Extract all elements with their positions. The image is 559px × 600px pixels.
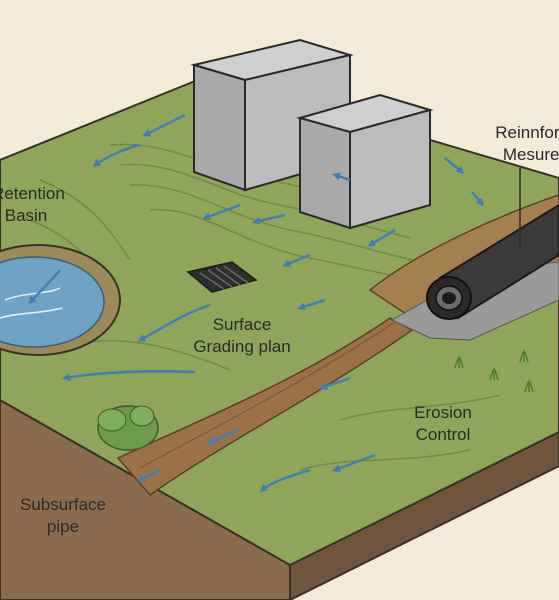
flow-arrow-icon [92, 143, 141, 167]
building-icon [190, 38, 354, 192]
flow-arrow-icon [207, 428, 239, 444]
label-subsurface-pipe: Subsurface pipe [8, 494, 118, 538]
surface-grading-line2: Grading plan [193, 337, 291, 356]
basin-water [0, 256, 105, 348]
label-reinforced-measures: Reinnforc Mesures [468, 122, 559, 166]
erosion-control-line1: Erosion [414, 403, 472, 422]
flow-arrow-icon [252, 213, 286, 225]
flow-arrow-icon [137, 303, 211, 342]
reinforced-measures-line2: Mesures [502, 145, 559, 164]
label-retention-basin: Retention Basin [0, 183, 65, 227]
flow-arrow-icon [319, 376, 351, 391]
flow-arrow-icon [27, 269, 61, 305]
surface-grading-line1: Surface [212, 315, 272, 334]
flow-arrows [27, 113, 484, 492]
retention-basin-line1: Retention [0, 184, 65, 203]
flow-arrow-icon [332, 172, 351, 182]
flow-arrow-icon [367, 228, 396, 247]
flow-arrow-icon [62, 370, 196, 382]
flow-arrow-icon [259, 468, 311, 492]
flow-arrow-icon [282, 253, 311, 267]
subsurface-pipe-line1: Subsurface [20, 495, 106, 514]
retention-basin [0, 244, 121, 356]
building-icon [296, 93, 434, 230]
shrub-icon [97, 405, 159, 451]
grass-tuft-icon [454, 350, 534, 393]
flow-arrow-icon [332, 453, 376, 472]
flow-arrow-icon [444, 157, 465, 174]
flow-arrow-icon [471, 191, 484, 207]
erosion-control-line2: Control [415, 425, 471, 444]
label-erosion-control: Erosion Control [398, 402, 488, 446]
retention-basin-line2: Basin [4, 206, 48, 225]
flow-arrow-icon [142, 113, 186, 137]
flow-arrow-icon [137, 468, 161, 482]
flow-arrow-icon [202, 203, 241, 221]
reinforced-measures-line1: Reinnforc [495, 123, 559, 142]
subsurface-pipe-line2: pipe [46, 517, 80, 536]
label-surface-grading-plan: Surface Grading plan [182, 314, 302, 358]
storm-drain-grate-icon [186, 261, 258, 293]
flow-arrow-icon [297, 298, 326, 311]
